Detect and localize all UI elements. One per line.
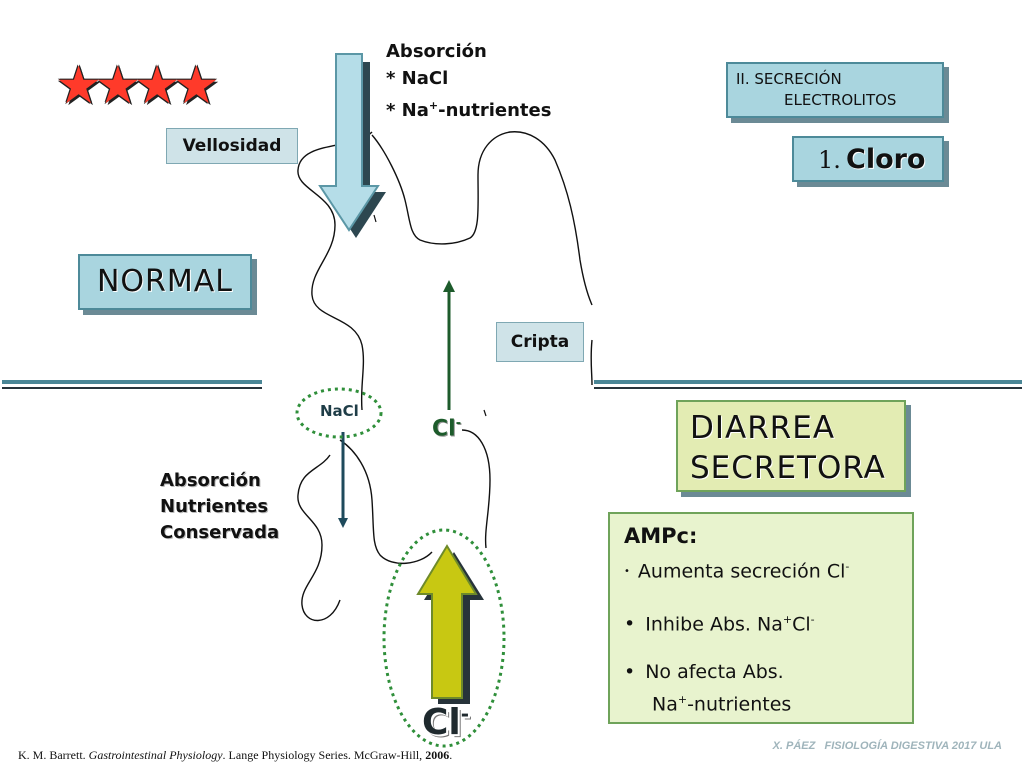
diarrhea-line1: DIARREA — [690, 410, 836, 446]
crypt-outline-top — [371, 131, 593, 306]
absorption-bottom-line2: Nutrientes — [160, 496, 269, 517]
nacl-down-arrow — [338, 432, 348, 528]
subtitle-number: 1. — [818, 146, 841, 174]
crypt-label: Cripta — [496, 322, 584, 362]
section-line1: II. SECRECIÓN — [736, 70, 842, 88]
section-line2: ELECTROLITOS — [784, 91, 897, 109]
crypt-wall-right — [590, 339, 593, 386]
cl-secretion-arrow-big — [416, 544, 484, 704]
normal-label: NORMAL — [78, 254, 252, 310]
crypt-tick — [483, 409, 487, 417]
divider-left — [2, 380, 262, 389]
ampc-bullet-3-line2: Na+-nutrientes — [652, 693, 792, 716]
ampc-box: AMPc: •Aumenta secreción Cl- •Inhibe Abs… — [608, 512, 914, 724]
crypt-outline-bottom — [339, 439, 433, 564]
cl-dashed-ellipse — [382, 528, 506, 748]
divider-right — [594, 380, 1022, 389]
absorption-top-text: Absorción * NaCl * Na+-nutrientes — [386, 38, 551, 124]
diarrhea-box: DIARREA SECRETORA — [676, 400, 906, 492]
ampc-bullet-1: •Aumenta secreción Cl- — [624, 560, 850, 583]
nacl-label: NaCl — [320, 402, 359, 420]
absorption-item-nacl: * NaCl — [386, 68, 449, 89]
absorption-bottom-line3: Conservada — [160, 522, 280, 543]
citation: K. M. Barrett. Gastrointestinal Physiolo… — [18, 748, 453, 762]
villus-label: Vellosidad — [166, 128, 298, 164]
credit-footer: X. PÁEZ FISIOLOGÍA DIGESTIVA 2017 ULA — [772, 740, 1002, 752]
cl-small-label: Cl- — [432, 416, 462, 442]
cl-big-label: Cl- — [422, 702, 470, 743]
diarrhea-line2: SECRETORA — [690, 450, 886, 486]
absorption-title: Absorción — [386, 41, 487, 62]
absorption-item-nutrients: * Na+-nutrientes — [386, 99, 552, 121]
section-title-box: II. SECRECIÓN ELECTROLITOS — [726, 62, 944, 118]
subtitle-text: Cloro — [846, 144, 926, 175]
ampc-title: AMPc: — [624, 524, 698, 548]
ampc-bullet-2: •Inhibe Abs. Na+Cl- — [624, 612, 815, 636]
villus-tick — [373, 214, 377, 223]
crypt-outline-bottom-right — [461, 429, 491, 549]
subtitle-box: 1. Cloro — [792, 136, 944, 182]
villus-outline-top — [297, 131, 373, 411]
cl-secretion-arrow-small — [443, 280, 455, 410]
absorption-bottom-line1: Absorción — [160, 470, 261, 491]
absorption-bottom-text: Absorción Nutrientes Conservada — [160, 468, 279, 546]
stars-icon: ★★★★ — [58, 58, 217, 112]
nacl-dashed-circle — [295, 387, 383, 439]
absorption-down-arrow — [318, 53, 386, 238]
ampc-bullet-3: •No afecta Abs. — [624, 661, 784, 684]
villus-outline-bottom — [297, 454, 341, 622]
